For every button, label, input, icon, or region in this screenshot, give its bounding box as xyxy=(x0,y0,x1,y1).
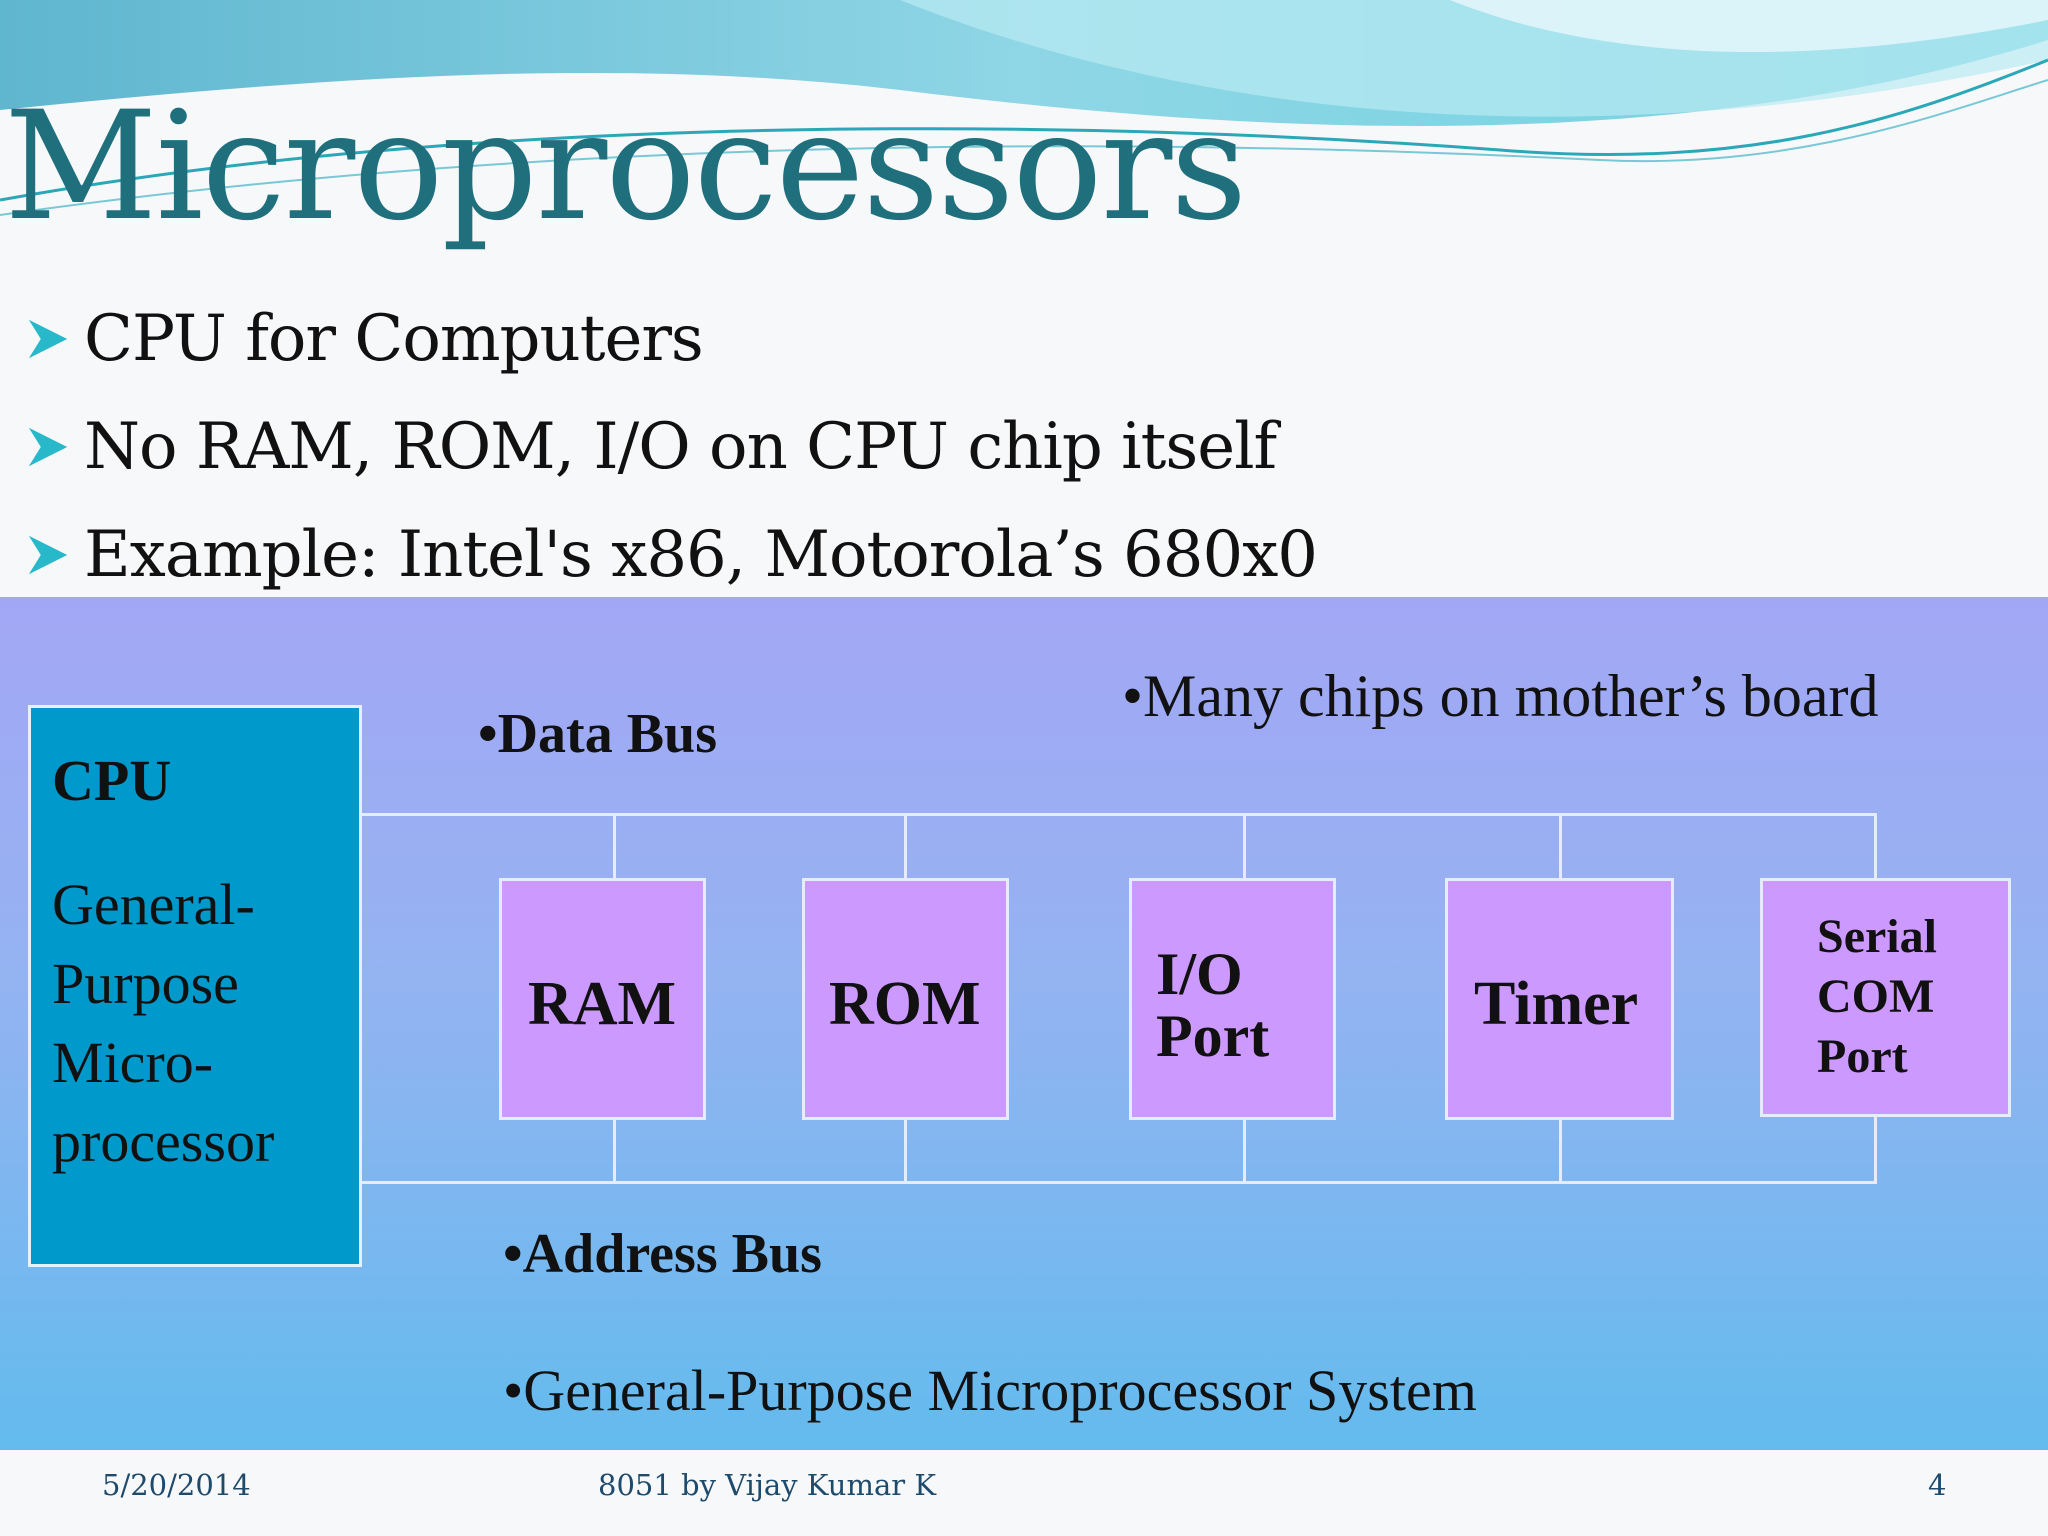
system-caption: •General-Purpose Microprocessor System xyxy=(503,1358,1477,1423)
cpu-desc-line: General- xyxy=(52,872,255,937)
bullet-item: No RAM, ROM, I/O on CPU chip itself xyxy=(24,393,1317,501)
bullet-list: CPU for Computers No RAM, ROM, I/O on CP… xyxy=(24,285,1318,609)
serial-com-port-chip: Serial COM Port xyxy=(1760,878,2011,1117)
data-bus-tap xyxy=(1874,813,1877,879)
footer-page-number: 4 xyxy=(1928,1468,1947,1502)
chip-label-line: Port xyxy=(1817,1030,1908,1083)
cpu-desc-line: Micro- xyxy=(52,1030,214,1095)
ram-chip: RAM xyxy=(499,878,706,1120)
address-bus-label: •Address Bus xyxy=(503,1223,822,1285)
header-wave-decoration xyxy=(0,0,2048,216)
bullet-text: CPU for Computers xyxy=(84,302,704,376)
bullet-text: Example: Intel's x86, Motorola’s 680x0 xyxy=(84,518,1318,592)
chip-label-line: Port xyxy=(1156,1003,1270,1069)
rom-chip: ROM xyxy=(802,878,1009,1120)
timer-chip: Timer xyxy=(1445,878,1674,1120)
arrow-bullet-icon xyxy=(28,427,68,467)
chip-label-line: COM xyxy=(1817,970,1935,1023)
data-bus-tap xyxy=(1559,813,1562,879)
arrow-bullet-icon xyxy=(28,319,68,359)
chip-label: RAM xyxy=(528,970,677,1038)
cpu-description: General- Purpose Micro- processor xyxy=(52,865,274,1181)
address-bus-tap xyxy=(1874,1117,1877,1183)
chip-label: Serial COM Port xyxy=(1817,907,1937,1087)
data-bus-tap xyxy=(904,813,907,879)
chip-label-line: I/O xyxy=(1156,941,1243,1007)
data-bus-tap xyxy=(613,813,616,879)
bullet-text: No RAM, ROM, I/O on CPU chip itself xyxy=(84,410,1277,484)
chip-label: ROM xyxy=(829,970,981,1038)
chip-label-line: Serial xyxy=(1817,910,1937,963)
address-bus-tap xyxy=(613,1117,616,1183)
arrow-bullet-icon xyxy=(28,535,68,575)
data-bus-label: •Data Bus xyxy=(478,703,717,765)
chip-label: I/O Port xyxy=(1156,943,1269,1067)
data-bus-line xyxy=(362,813,1877,816)
data-bus-tap xyxy=(1243,813,1246,879)
cpu-desc-line: processor xyxy=(52,1109,275,1174)
cpu-title: CPU xyxy=(52,748,172,813)
address-bus-line xyxy=(362,1181,1877,1184)
slide-title: Microprocessors xyxy=(4,80,1247,254)
many-chips-label: •Many chips on mother’s board xyxy=(1122,663,1879,729)
bullet-item: CPU for Computers xyxy=(24,285,1317,393)
microprocessor-system-diagram: CPU General- Purpose Micro- processor •D… xyxy=(0,597,2048,1450)
cpu-desc-line: Purpose xyxy=(52,951,239,1016)
bullet-item: Example: Intel's x86, Motorola’s 680x0 xyxy=(24,501,1318,609)
footer-author: 8051 by Vijay Kumar K xyxy=(598,1468,937,1502)
io-port-chip: I/O Port xyxy=(1129,878,1336,1120)
address-bus-tap xyxy=(1559,1117,1562,1183)
chip-label: Timer xyxy=(1474,970,1639,1038)
address-bus-tap xyxy=(904,1117,907,1183)
footer-date: 5/20/2014 xyxy=(102,1468,251,1502)
address-bus-tap xyxy=(1243,1117,1246,1183)
cpu-block xyxy=(28,705,362,1267)
